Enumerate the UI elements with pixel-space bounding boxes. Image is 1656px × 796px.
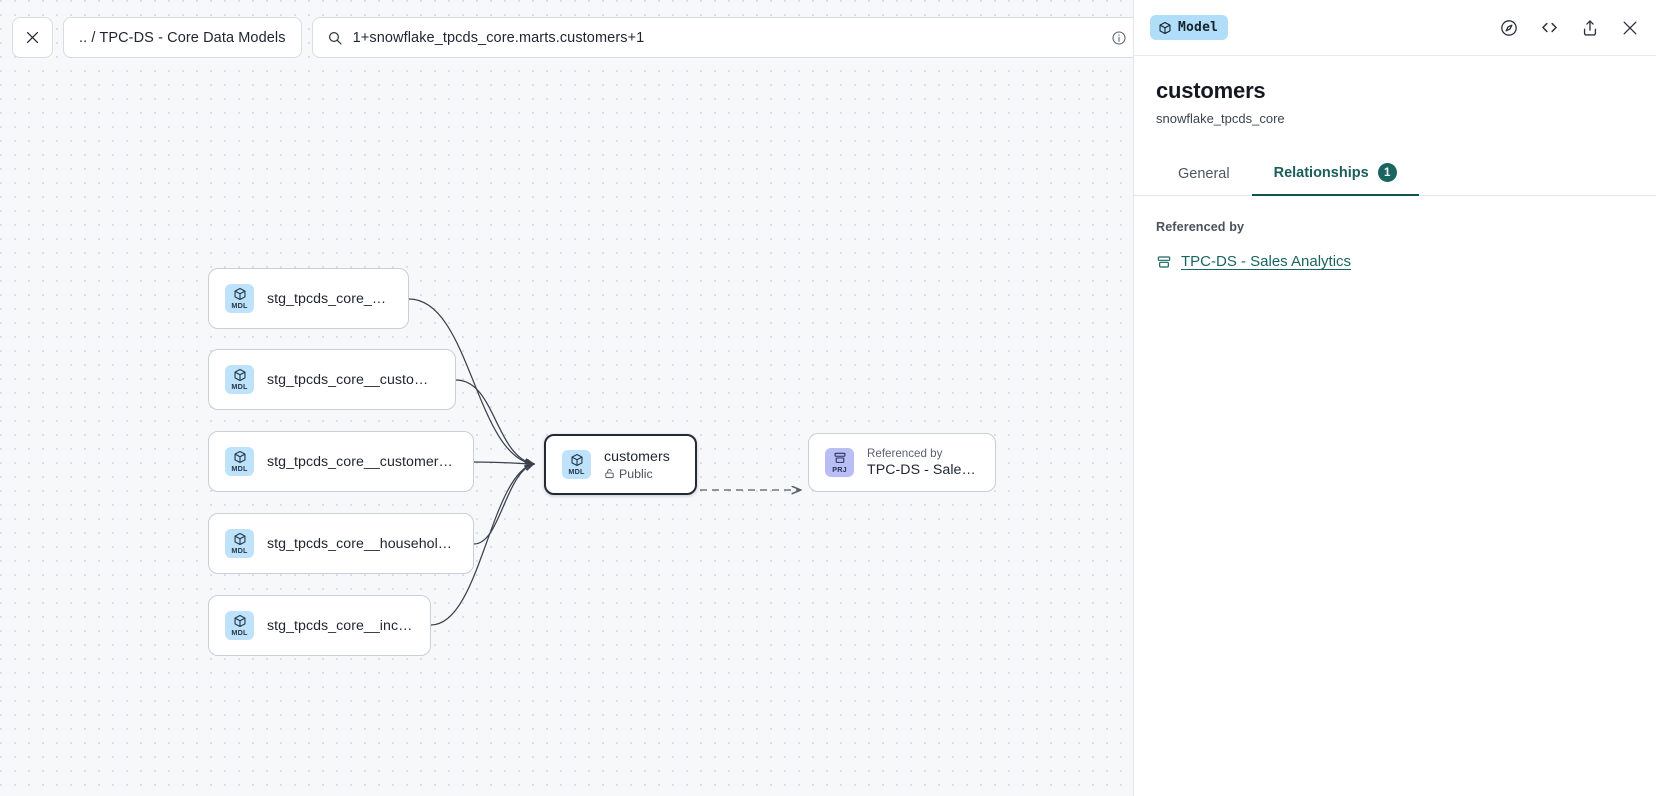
model-badge-icon: MDL bbox=[225, 611, 254, 640]
panel-actions bbox=[1499, 17, 1640, 38]
tab-relationships[interactable]: Relationships 1 bbox=[1251, 153, 1419, 196]
badge-kind-label: MDL bbox=[231, 382, 248, 392]
panel-close-icon[interactable] bbox=[1620, 18, 1640, 38]
node-access: Public bbox=[604, 467, 670, 481]
compass-icon[interactable] bbox=[1499, 18, 1519, 38]
breadcrumb: .. / TPC-DS - Core Data Models bbox=[79, 29, 286, 46]
info-circle-icon[interactable] bbox=[1111, 30, 1127, 46]
model-badge-icon: MDL bbox=[225, 365, 254, 394]
node-title: stg_tpcds_core__household_demogr… bbox=[267, 535, 457, 552]
tab-general[interactable]: General bbox=[1156, 156, 1252, 196]
panel-header: customers snowflake_tpcds_core bbox=[1134, 56, 1656, 126]
graph-node-stg-customer[interactable]: MDL stg_tpcds_core__customer bbox=[208, 268, 409, 329]
badge-kind-label: PRJ bbox=[832, 465, 847, 475]
edges-layer bbox=[408, 298, 1133, 626]
node-text: stg_tpcds_core__household_demogr… bbox=[267, 536, 457, 552]
model-badge-icon: MDL bbox=[225, 529, 254, 558]
list-item[interactable]: TPC-DS - Sales Analytics bbox=[1156, 253, 1634, 270]
node-text: stg_tpcds_core__income_band bbox=[267, 618, 414, 634]
node-text: Referenced by TPC-DS - Sales Analytics bbox=[867, 447, 979, 478]
panel-toolbar: Model bbox=[1134, 0, 1656, 56]
node-title: TPC-DS - Sales Analytics bbox=[867, 462, 979, 478]
close-lineage-button[interactable] bbox=[12, 17, 53, 58]
node-title: stg_tpcds_core__customer bbox=[267, 290, 392, 307]
page-title: customers bbox=[1156, 78, 1266, 103]
node-text: stg_tpcds_core__customer_demogra… bbox=[267, 454, 457, 470]
referenced-by-link[interactable]: TPC-DS - Sales Analytics bbox=[1181, 253, 1352, 270]
graph-node-referenced-by-project[interactable]: PRJ Referenced by TPC-DS - Sales Analyti… bbox=[808, 433, 996, 492]
model-badge-icon: MDL bbox=[562, 450, 591, 479]
tab-label: General bbox=[1178, 166, 1230, 182]
node-eyebrow: Referenced by bbox=[867, 447, 943, 460]
lock-icon bbox=[604, 468, 615, 479]
graph-node-stg-household-demographics[interactable]: MDL stg_tpcds_core__household_demogr… bbox=[208, 513, 474, 574]
node-text: stg_tpcds_core__customer_address bbox=[267, 372, 439, 388]
project-icon bbox=[1156, 254, 1172, 270]
badge-kind-label: MDL bbox=[231, 301, 248, 311]
lineage-canvas[interactable]: MDL stg_tpcds_core__customer MDL stg_tpc… bbox=[0, 0, 1133, 796]
graph-node-stg-income-band[interactable]: MDL stg_tpcds_core__income_band bbox=[208, 595, 431, 656]
lineage-search-input[interactable]: 1+snowflake_tpcds_core.marts.customers+1 bbox=[311, 17, 1133, 58]
cube-icon bbox=[1158, 21, 1172, 35]
breadcrumb-button[interactable]: .. / TPC-DS - Core Data Models bbox=[63, 17, 302, 58]
entity-type-label: Model bbox=[1178, 20, 1219, 35]
tab-count-badge: 1 bbox=[1377, 163, 1397, 182]
search-query-value: 1+snowflake_tpcds_core.marts.customers+1 bbox=[352, 29, 645, 46]
tab-label: Relationships bbox=[1273, 164, 1369, 181]
badge-kind-label: MDL bbox=[231, 464, 248, 474]
model-badge-icon: MDL bbox=[225, 447, 254, 476]
model-badge-icon: MDL bbox=[225, 284, 254, 313]
search-icon bbox=[327, 30, 343, 46]
panel-subtitle: snowflake_tpcds_core bbox=[1156, 111, 1285, 126]
node-title: stg_tpcds_core__customer_demogra… bbox=[267, 453, 457, 470]
close-icon bbox=[24, 29, 41, 46]
node-text: stg_tpcds_core__customer bbox=[267, 291, 392, 307]
node-title: customers bbox=[604, 448, 670, 465]
entity-type-chip[interactable]: Model bbox=[1150, 15, 1229, 40]
share-icon[interactable] bbox=[1580, 18, 1600, 38]
details-panel: Model bbox=[1133, 0, 1656, 796]
badge-kind-label: MDL bbox=[231, 546, 248, 556]
node-title: stg_tpcds_core__customer_address bbox=[267, 371, 439, 388]
relationships-body: Referenced by TPC-DS - Sales Analytics bbox=[1134, 196, 1656, 270]
section-label-referenced-by: Referenced by bbox=[1156, 220, 1245, 234]
panel-tabs: General Relationships 1 bbox=[1134, 153, 1656, 196]
node-title: stg_tpcds_core__income_band bbox=[267, 617, 414, 634]
graph-node-stg-customer-address[interactable]: MDL stg_tpcds_core__customer_address bbox=[208, 349, 456, 410]
edge-household-demographics bbox=[473, 464, 533, 545]
badge-kind-label: MDL bbox=[231, 628, 248, 638]
node-access-label: Public bbox=[619, 466, 653, 481]
edge-customer-demographics bbox=[473, 462, 533, 464]
badge-kind-label: MDL bbox=[568, 467, 585, 477]
node-text: customers Public bbox=[604, 449, 670, 481]
graph-node-stg-customer-demographics[interactable]: MDL stg_tpcds_core__customer_demogra… bbox=[208, 431, 474, 492]
project-badge-icon: PRJ bbox=[825, 448, 854, 477]
code-icon[interactable] bbox=[1539, 17, 1560, 38]
canvas-toolbar: .. / TPC-DS - Core Data Models 1+snowfla… bbox=[12, 17, 1133, 58]
graph-node-customers-selected[interactable]: MDL customers Public bbox=[544, 434, 697, 495]
